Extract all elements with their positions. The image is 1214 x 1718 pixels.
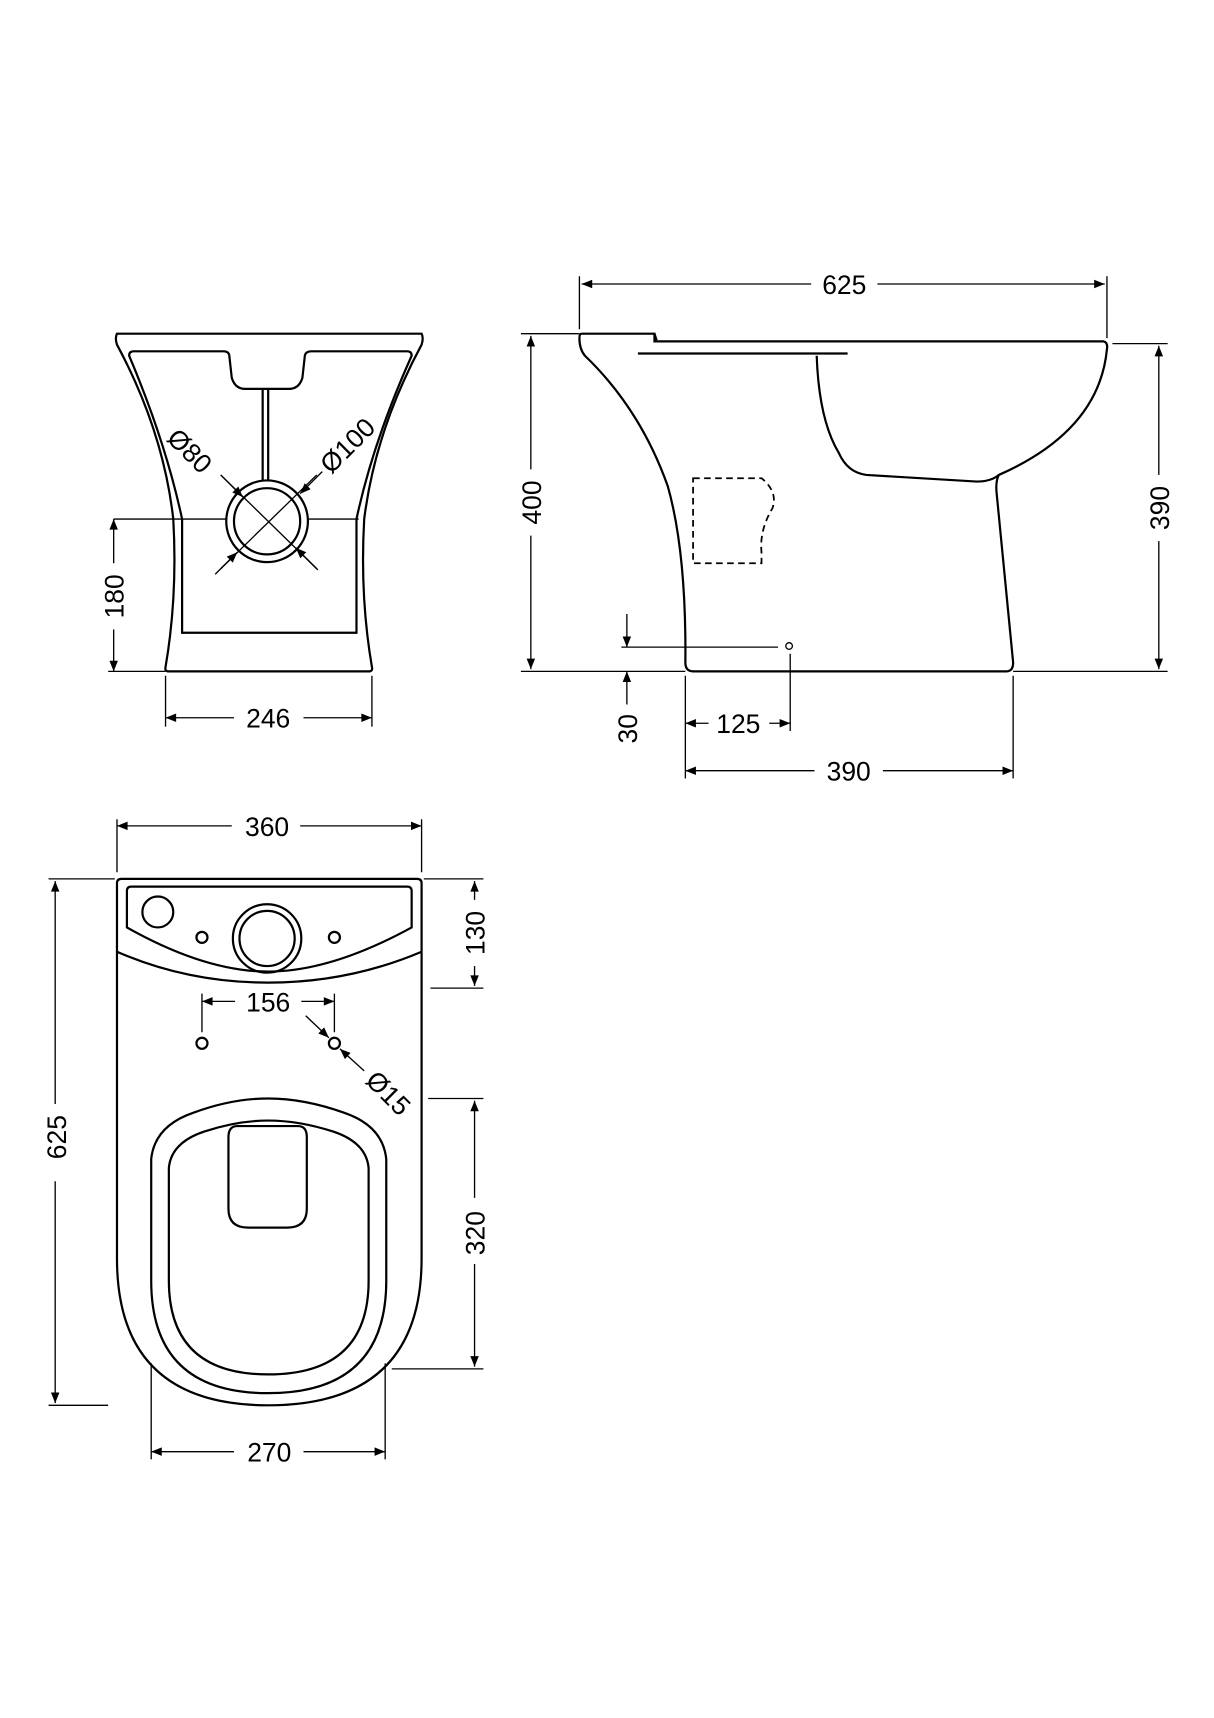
top-view: 360 625 130 156 Ø15 320 270 (42, 812, 490, 1468)
cistern-front (116, 950, 423, 984)
dim-dia-15: Ø15 (360, 1065, 417, 1122)
dim-390-base: 390 (827, 757, 871, 787)
dim-390-height: 390 (1145, 486, 1175, 530)
outlet-centre-mark (785, 642, 794, 650)
dim-130: 130 (460, 911, 490, 955)
flush-button-inner[interactable] (238, 909, 296, 968)
dim-dia-100: Ø100 (314, 412, 381, 479)
dim-156: 156 (246, 987, 290, 1017)
side-view: 625 400 390 30 125 390 (517, 270, 1175, 787)
fixing-hole-right (327, 1036, 342, 1050)
top-outline (115, 877, 423, 1407)
dim-360: 360 (245, 812, 289, 842)
seat-outer (150, 1097, 388, 1395)
dim-246: 246 (246, 704, 290, 734)
seat-inner (167, 1119, 370, 1376)
front-inner-outline (128, 350, 413, 634)
seat-lid-panel (227, 1124, 308, 1229)
dim-400: 400 (517, 480, 547, 524)
dim-30: 30 (613, 714, 643, 743)
outlet-inner-circle (232, 487, 302, 556)
hidden-outlet (692, 477, 775, 565)
front-stem (261, 388, 270, 482)
front-view: Ø80 Ø100 180 246 (100, 332, 424, 734)
inlet-hole (141, 895, 175, 929)
cistern-hole-right (327, 930, 342, 944)
flush-button-outer[interactable] (231, 903, 303, 974)
bowl-inner (815, 355, 1000, 483)
dim-125: 125 (716, 709, 760, 739)
outlet-outer-circle (225, 479, 310, 564)
dim-625-top: 625 (42, 1115, 72, 1159)
dim-180: 180 (100, 574, 130, 618)
dim-320: 320 (460, 1211, 490, 1255)
fixing-hole-left (195, 1036, 209, 1050)
cistern-inner (125, 885, 413, 973)
dim-625-side: 625 (822, 270, 866, 300)
cistern-hole-left (195, 930, 209, 944)
dim-270: 270 (247, 1438, 291, 1468)
side-outline (578, 332, 1109, 673)
front-outline (114, 332, 424, 673)
